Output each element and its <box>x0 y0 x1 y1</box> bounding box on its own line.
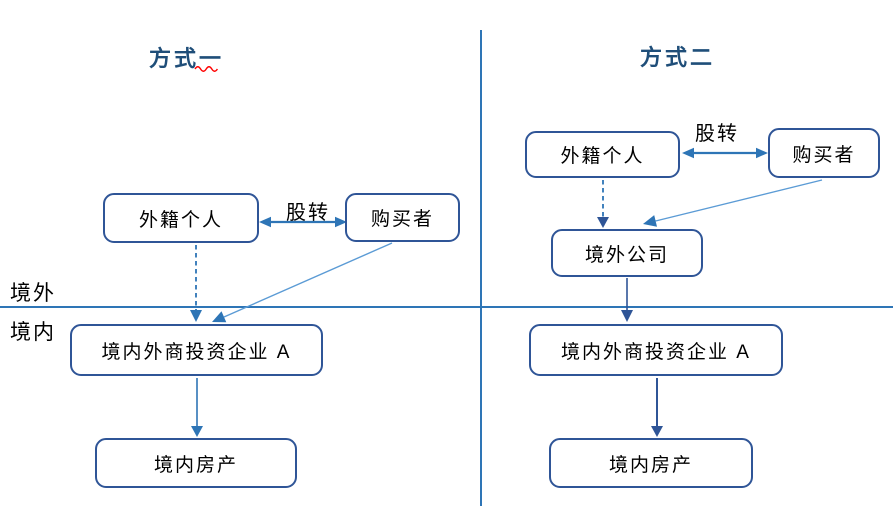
edge-buyer-to-fie-left <box>212 242 393 323</box>
onshore-label: 境内 <box>10 321 56 344</box>
share-transfer-label-left: 股转 <box>286 202 330 224</box>
node-foreign-individual-right: 外籍个人 <box>525 131 680 178</box>
node-buyer-left: 购买者 <box>345 193 460 242</box>
offshore-label: 境外 <box>10 282 56 305</box>
node-offshore-company-right: 境外公司 <box>551 229 703 277</box>
node-property-right: 境内房产 <box>549 438 753 488</box>
node-fie-left: 境内外商投资企业 A <box>70 324 323 376</box>
vertical-divider <box>480 30 482 506</box>
spellcheck-squiggle <box>194 66 218 72</box>
node-property-left: 境内房产 <box>95 438 297 488</box>
edge-share-transfer-right <box>682 147 768 159</box>
edge-individual-to-fie-left <box>190 245 202 322</box>
offshore-onshore-divider <box>0 306 893 308</box>
method-two-title: 方式二 <box>640 45 716 70</box>
edge-fie-to-property-left <box>191 378 203 437</box>
edge-offshore-to-fie-right <box>621 278 633 322</box>
edge-individual-to-offshore-right <box>597 180 609 228</box>
node-foreign-individual-left: 外籍个人 <box>103 193 259 243</box>
share-transfer-label-right: 股转 <box>695 123 739 145</box>
node-buyer-right: 购买者 <box>768 128 880 178</box>
node-fie-right: 境内外商投资企业 A <box>529 324 783 376</box>
edge-fie-to-property-right <box>651 378 663 437</box>
edge-buyer-to-offshore-right <box>643 179 823 227</box>
